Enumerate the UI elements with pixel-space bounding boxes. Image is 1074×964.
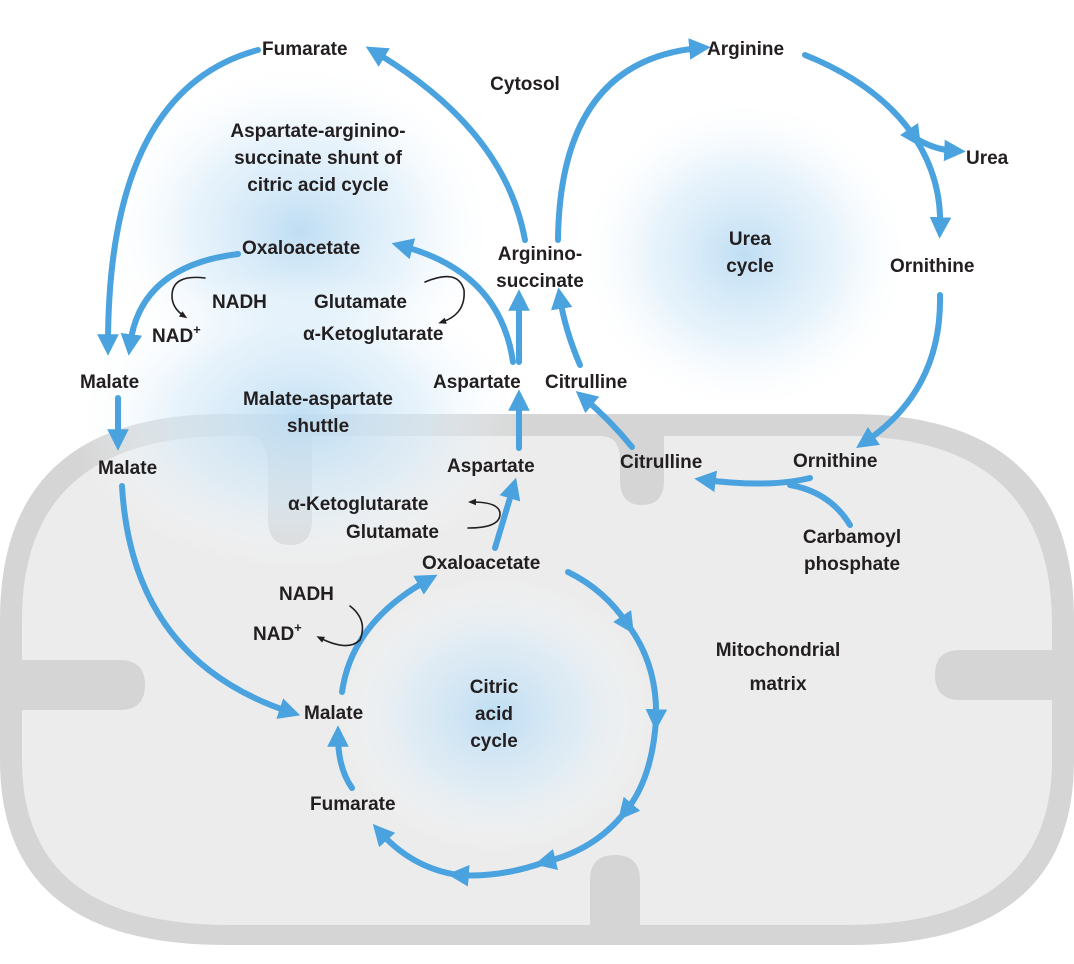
arrow-cycle-malate-to-oxaloacetate — [339, 574, 438, 695]
arrow-mito-ornithine-to-citrulline — [694, 470, 813, 493]
arrow-glutamate-to-akg-mito — [467, 498, 501, 529]
flow-arrows — [97, 38, 966, 887]
argininosuccinate-label-line1: Arginino- — [498, 244, 582, 265]
matrix-label-line2: matrix — [749, 674, 806, 695]
matrix-label-line1: Mitochondrial — [716, 640, 841, 661]
oxaloacetate-cytosol-label: Oxaloacetate — [242, 238, 360, 259]
akg-cytosol-label: α-Ketoglutarate — [303, 324, 443, 345]
shunt-title-line1: Aspartate-arginino- — [230, 121, 405, 142]
glow-regions — [70, 60, 915, 855]
arrow-fumarate-to-cycle-malate — [327, 725, 355, 791]
arrow-oxaloacetate-cycle-1 — [565, 569, 634, 635]
arrow-citrulline-to-argininosuccinate — [550, 287, 583, 368]
shuttle-glow — [70, 270, 530, 570]
urea-label: Urea — [966, 148, 1009, 169]
arrow-oxaloacetate-cycle-2 — [625, 622, 668, 731]
arrow-argininosuccinate-to-fumarate — [365, 46, 528, 243]
arrow-oxaloacetate-cycle-3 — [618, 717, 659, 821]
malate-cytosol-label: Malate — [80, 372, 139, 393]
shuttle-title-line1: Malate-aspartate — [243, 389, 393, 410]
arrow-glutamate-to-akg-cytosol — [424, 275, 465, 324]
arginine-label: Arginine — [707, 39, 784, 60]
arrow-mito-malate-to-cycle-malate — [119, 483, 301, 719]
citric-title-line2: acid — [475, 704, 513, 725]
arrow-urea-to-ornithine — [912, 135, 952, 239]
shunt-title-line2: succinate shunt of — [234, 148, 403, 169]
arrow-ornithine-to-mito — [856, 292, 944, 449]
aspartate-mito-label: Aspartate — [447, 456, 535, 477]
urea-cycle-title-line1: Urea — [729, 229, 772, 250]
argininosuccinate-label-line2: succinate — [496, 271, 584, 292]
akg-mito-label: α-Ketoglutarate — [288, 494, 428, 515]
carbamoyl-phosphate-label-line2: phosphate — [804, 554, 900, 575]
arrow-oxaloacetate-to-mito-aspartate — [492, 477, 521, 551]
shuttle-title-line2: shuttle — [287, 416, 349, 437]
arrow-oxaloacetate-cycle-6 — [372, 823, 461, 878]
malate-mito-label: Malate — [98, 458, 157, 479]
arrow-oxaloacetate-cycle-4 — [534, 809, 628, 870]
arrow-oxaloacetate-cycle-5 — [447, 859, 548, 887]
arrow-nadh-to-nad-mito — [316, 605, 364, 647]
arrow-nadh-to-nad-cytosol — [171, 276, 206, 319]
carbamoyl-phosphate-label-line1: Carbamoyl — [803, 527, 901, 548]
nad-mito-label: NAD+ — [253, 620, 302, 645]
urea-cycle-title-line2: cycle — [726, 256, 774, 277]
nadh-cytosol-label: NADH — [212, 292, 267, 313]
cofactor-arrows — [171, 275, 501, 647]
arrow-carbamoyl-input — [787, 482, 853, 528]
glutamate-cytosol-label: Glutamate — [314, 292, 407, 313]
ornithine-cytosol-label: Ornithine — [890, 256, 974, 277]
aspartate-cytosol-label: Aspartate — [433, 372, 521, 393]
ornithine-mito-label: Ornithine — [793, 451, 877, 472]
citrulline-mito-label: Citrulline — [620, 452, 702, 473]
citric-glow — [335, 575, 655, 855]
nadh-mito-label: NADH — [279, 584, 334, 605]
citric-title-line3: cycle — [470, 731, 518, 752]
shunt-title-line3: citric acid cycle — [247, 175, 389, 196]
arrow-aspartate-to-oxaloacetate — [391, 238, 516, 365]
urea-glow — [575, 95, 915, 415]
arrow-oxaloacetate-to-malate — [120, 251, 241, 356]
fumarate-top-label: Fumarate — [262, 39, 348, 60]
arrow-mito-citrulline-to-cytosol — [575, 391, 635, 450]
cytosol-label: Cytosol — [490, 74, 560, 95]
citric-title-line1: Citric — [470, 677, 519, 698]
malate-cycle-label: Malate — [304, 703, 363, 724]
oxaloacetate-mito-label: Oxaloacetate — [422, 553, 540, 574]
nad-cytosol-label: NAD+ — [152, 322, 201, 347]
arrow-arginine-to-urea — [802, 52, 921, 148]
fumarate-cycle-label: Fumarate — [310, 794, 396, 815]
arrow-argininosuccinate-to-arginine — [555, 38, 711, 243]
arrow-fumarate-to-malate — [97, 47, 261, 356]
citrulline-cytosol-label: Citrulline — [545, 372, 627, 393]
glutamate-mito-label: Glutamate — [346, 522, 439, 543]
